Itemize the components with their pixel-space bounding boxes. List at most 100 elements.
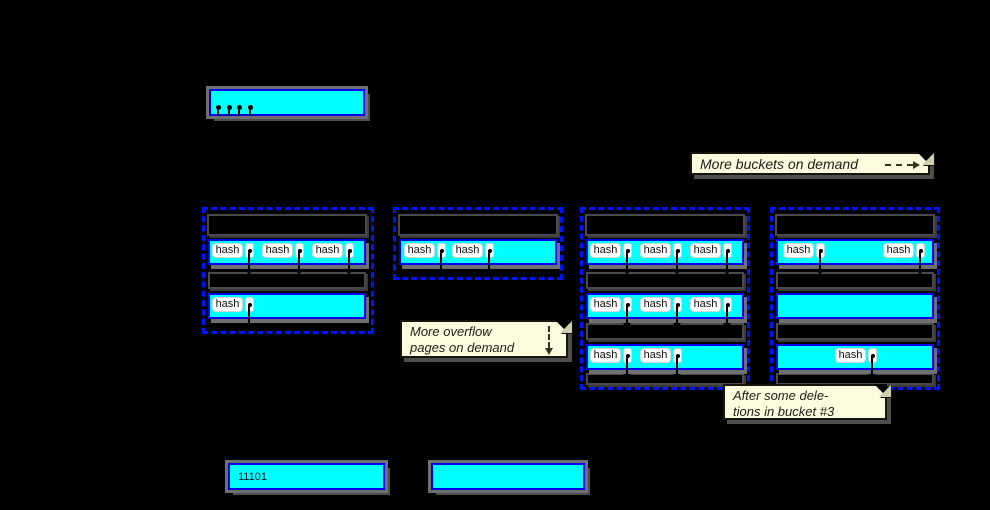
hash-chip: hash	[640, 348, 671, 363]
directory-pin-dot-icon	[248, 105, 253, 110]
pointer-dot-icon	[440, 249, 444, 253]
record-box-ghost	[208, 272, 366, 289]
pointer-arrow-stem	[298, 250, 300, 269]
pointer-arrowhead-icon	[623, 323, 631, 329]
record-box-ghost	[776, 272, 934, 289]
pointer-dot-icon	[726, 303, 730, 307]
hash-chip: hash	[590, 348, 621, 363]
record-box-ghost	[586, 323, 744, 340]
directory-pin-stem	[217, 109, 219, 116]
note-after-deletions-line2: tions in bucket #3	[733, 404, 835, 419]
note-fold-flap-icon	[922, 153, 934, 165]
pointer-arrowhead-icon	[437, 269, 445, 275]
hash-chip: hash	[590, 297, 621, 312]
note-fold-flap-icon	[879, 385, 891, 397]
pointer-arrow-stem	[626, 355, 628, 374]
pointer-arrow-stem	[726, 304, 728, 323]
dashed-right-arrow	[885, 164, 913, 166]
pointer-arrowhead-icon	[673, 323, 681, 329]
note-more-overflow-line2: pages on demand	[410, 340, 515, 355]
hash-chip: hash	[640, 297, 671, 312]
pointer-arrowhead-icon	[245, 323, 253, 329]
pointer-dot-icon	[298, 249, 302, 253]
dashed-down-arrow	[548, 326, 550, 348]
pointer-arrowhead-icon	[623, 374, 631, 380]
hash-chip: hash	[262, 243, 293, 258]
pointer-dot-icon	[726, 249, 730, 253]
pointer-dot-icon	[919, 249, 923, 253]
pointer-dot-icon	[676, 354, 680, 358]
note-fold-flap-icon	[560, 321, 572, 333]
bucket-frame-bucket-1	[393, 207, 563, 280]
hash-chip: hash	[640, 243, 671, 258]
pointer-arrow-stem	[488, 250, 490, 269]
pointer-arrowhead-icon	[723, 269, 731, 275]
bottom-page-11101: 11101	[225, 460, 388, 493]
pointer-arrow-stem	[348, 250, 350, 269]
pointer-arrowhead-icon	[916, 269, 924, 275]
pointer-dot-icon	[676, 303, 680, 307]
pointer-arrow-stem	[248, 250, 250, 269]
pointer-arrow-stem	[871, 355, 873, 374]
pointer-arrow-stem	[676, 355, 678, 374]
directory-pin-stem	[249, 109, 251, 116]
record-box-ghost	[776, 323, 934, 340]
hash-chip: hash	[452, 243, 483, 258]
note-more-overflow-line1: More overflow	[410, 324, 492, 339]
note-more-buckets-text: More buckets on demand	[700, 156, 858, 172]
record-box-ghost	[586, 272, 744, 289]
pointer-arrow-stem	[248, 304, 250, 323]
pointer-arrowhead-icon	[345, 269, 353, 275]
directory-pin-dot-icon	[227, 105, 232, 110]
hash-chip: hash	[835, 348, 866, 363]
hash-chip: hash	[690, 297, 721, 312]
pointer-arrowhead-icon	[245, 269, 253, 275]
bucket-header-ghost	[207, 214, 367, 236]
bucket-frame-bucket-2	[580, 207, 750, 390]
pointer-dot-icon	[248, 303, 252, 307]
pointer-arrow-stem	[676, 304, 678, 323]
pointer-dot-icon	[248, 249, 252, 253]
bucket-header-ghost	[775, 214, 935, 236]
bottom-page-empty	[428, 460, 588, 493]
hash-chip: hash	[590, 243, 621, 258]
hash-chip: hash	[783, 243, 814, 258]
pointer-arrowhead-icon	[485, 269, 493, 275]
note-more-buckets: More buckets on demand	[690, 152, 934, 175]
hash-chip: hash	[404, 243, 435, 258]
bucket-frame-bucket-0	[202, 207, 374, 334]
hash-chip: hash	[690, 243, 721, 258]
note-more-overflow: More overflow pages on demand	[400, 320, 572, 358]
pointer-dot-icon	[626, 354, 630, 358]
pointer-arrow-stem	[726, 250, 728, 269]
pointer-arrow-stem	[676, 250, 678, 269]
note-after-deletions-line1: After some dele-	[733, 388, 829, 403]
directory-bar	[206, 86, 368, 119]
pointer-dot-icon	[348, 249, 352, 253]
directory-pin-dot-icon	[237, 105, 242, 110]
pointer-arrowhead-icon	[295, 269, 303, 275]
directory-pin-dot-icon	[216, 105, 221, 110]
bucket-header-ghost	[585, 214, 745, 236]
note-after-deletions: After some dele- tions in bucket #3	[723, 384, 891, 420]
pointer-arrow-stem	[819, 250, 821, 269]
pointer-dot-icon	[871, 354, 875, 358]
pointer-dot-icon	[626, 303, 630, 307]
hash-chip: hash	[212, 243, 243, 258]
dashed-right-arrowhead-icon	[913, 161, 920, 169]
pointer-dot-icon	[819, 249, 823, 253]
pointer-dot-icon	[676, 249, 680, 253]
hash-chip: hash	[212, 297, 243, 312]
directory-pin-stem	[238, 109, 240, 116]
pointer-arrow-stem	[440, 250, 442, 269]
directory-pin-stem	[228, 109, 230, 116]
pointer-arrowhead-icon	[673, 269, 681, 275]
pointer-arrow-stem	[626, 250, 628, 269]
pointer-arrow-stem	[919, 250, 921, 269]
pointer-arrowhead-icon	[816, 269, 824, 275]
pointer-arrowhead-icon	[868, 374, 876, 380]
pointer-dot-icon	[488, 249, 492, 253]
bottom-page-label: 11101	[238, 471, 267, 483]
bucket-page-row	[776, 293, 934, 319]
